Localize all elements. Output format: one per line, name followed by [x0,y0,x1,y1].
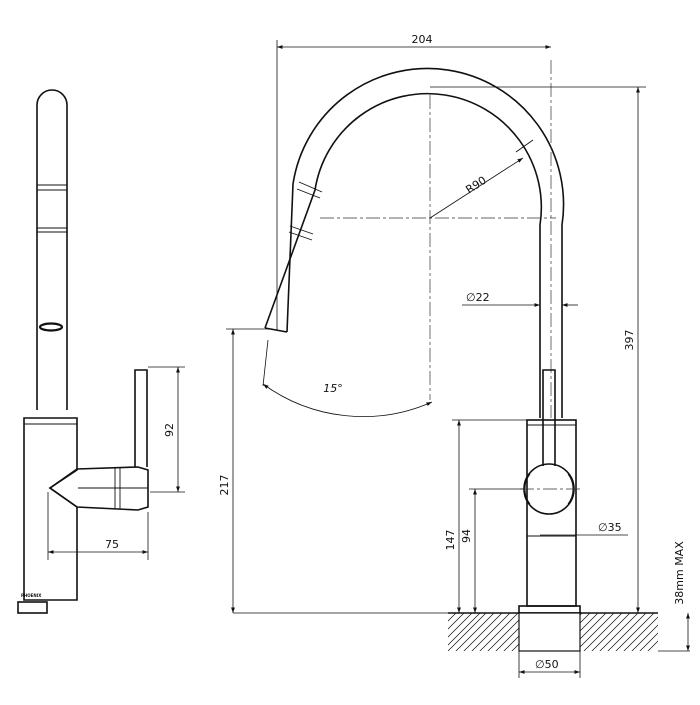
dimension-label-spout-height: 217 [218,475,231,496]
dimension-label-lever-reach: 75 [105,538,119,551]
dimension-label-lever-height: 92 [163,423,176,437]
dimension-overall-reach: 204 [276,33,551,330]
side-view: PHOENIX 92 75 [17,89,185,614]
svg-text:∅35: ∅35 [598,521,622,534]
dimension-pipe-diameter: ∅22 [462,291,578,307]
tap-base-plate [518,605,581,614]
dimension-mounting-hole: ∅50 [518,651,581,678]
dimension-label-arc-radius: R90 [463,174,488,197]
handle-lever [542,369,556,466]
svg-text:∅22: ∅22 [466,291,490,304]
side-lever-stem [134,369,148,467]
side-base-plate [17,601,48,614]
dimension-label-pipe-diameter: 22 [476,291,490,304]
brand-mark: PHOENIX [21,593,41,598]
dimension-bench-thickness: 38mm MAX [658,541,690,652]
side-lever-body [48,466,149,511]
diameter-symbol: ∅ [466,291,476,304]
dimension-label-body-height: 397 [623,330,636,351]
tap-body [526,419,577,607]
dimension-spout-height: 217 [218,328,450,614]
dimension-label-swing-angle: 15° [323,382,343,395]
dimension-label-handle-diameter: 35 [608,521,622,534]
dimension-lever-reach: 75 [47,492,149,560]
dimension-body-height: 397 [430,86,646,614]
svg-text:∅50: ∅50 [535,658,559,671]
dimension-swing-angle: 15° [262,339,433,417]
side-body [23,417,78,601]
mounting-hole [518,612,581,652]
dimension-base-to-handle-top: 147 [444,419,527,613]
dimension-label-base-to-handle-top: 147 [444,530,457,551]
dimension-label-bench-thickness: 38mm MAX [673,541,686,605]
dimension-base-to-handle-center: 94 [460,488,524,613]
dimension-label-mounting-hole: 50 [545,658,559,671]
dimension-label-overall-reach: 204 [412,33,433,46]
side-aerator-ring [38,322,64,332]
dimension-label-base-to-handle-center: 94 [460,529,473,543]
dimension-handle-diameter: ∅35 [540,521,628,536]
spout-gooseneck [264,92,543,418]
side-spout-pipe [36,89,68,410]
dimension-lever-height: 92 [148,366,185,493]
front-view: R90 ∅22 ∅35 [218,33,690,678]
